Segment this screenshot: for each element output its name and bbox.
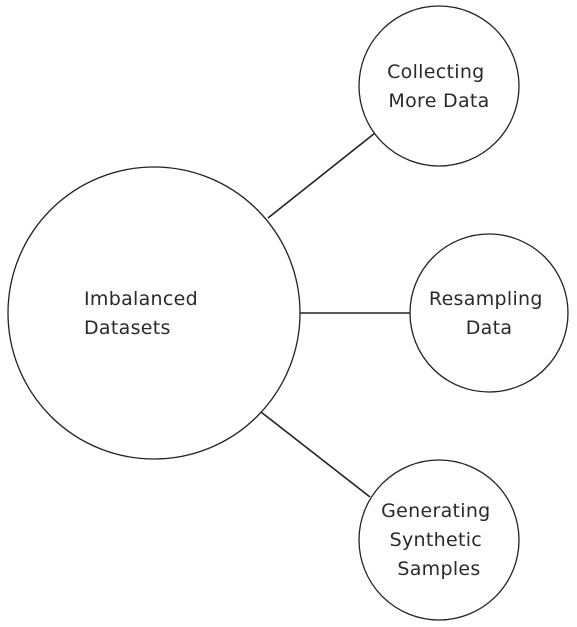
center-node-label-line-1: Imbalanced bbox=[84, 288, 198, 310]
branch-node-resampling-data-circle bbox=[409, 233, 569, 393]
branch-label-line: Synthetic bbox=[390, 529, 482, 551]
branch-label-line: Samples bbox=[397, 558, 480, 580]
center-node-label-line-2: Datasets bbox=[84, 317, 171, 339]
branch-label-line: Collecting bbox=[387, 61, 484, 83]
branch-node-collecting-more-data-circle bbox=[358, 5, 520, 167]
branch-node-resampling-data-label: Resampling Data bbox=[429, 288, 549, 339]
branch-node-collecting-more-data: Collecting More Data bbox=[358, 5, 520, 167]
branch-label-line: Data bbox=[466, 317, 513, 339]
connector-generating-synthetic-samples bbox=[260, 411, 371, 498]
branch-node-resampling-data: Resampling Data bbox=[409, 233, 569, 393]
branch-label-line: Resampling bbox=[429, 288, 543, 310]
branch-label-line: Generating bbox=[381, 500, 490, 522]
center-node-circle bbox=[7, 166, 301, 460]
branch-node-generating-synthetic-samples-circle bbox=[358, 459, 520, 621]
branch-node-collecting-more-data-label: Collecting More Data bbox=[387, 61, 491, 112]
connector-collecting-more-data bbox=[267, 132, 376, 219]
center-node: Imbalanced Datasets bbox=[7, 166, 301, 460]
branch-node-generating-synthetic-samples-label: Generating Synthetic Samples bbox=[381, 500, 497, 580]
branch-node-generating-synthetic-samples: Generating Synthetic Samples bbox=[358, 459, 520, 621]
branch-label-line: More Data bbox=[388, 90, 489, 112]
center-node-label: Imbalanced Datasets bbox=[84, 288, 204, 339]
